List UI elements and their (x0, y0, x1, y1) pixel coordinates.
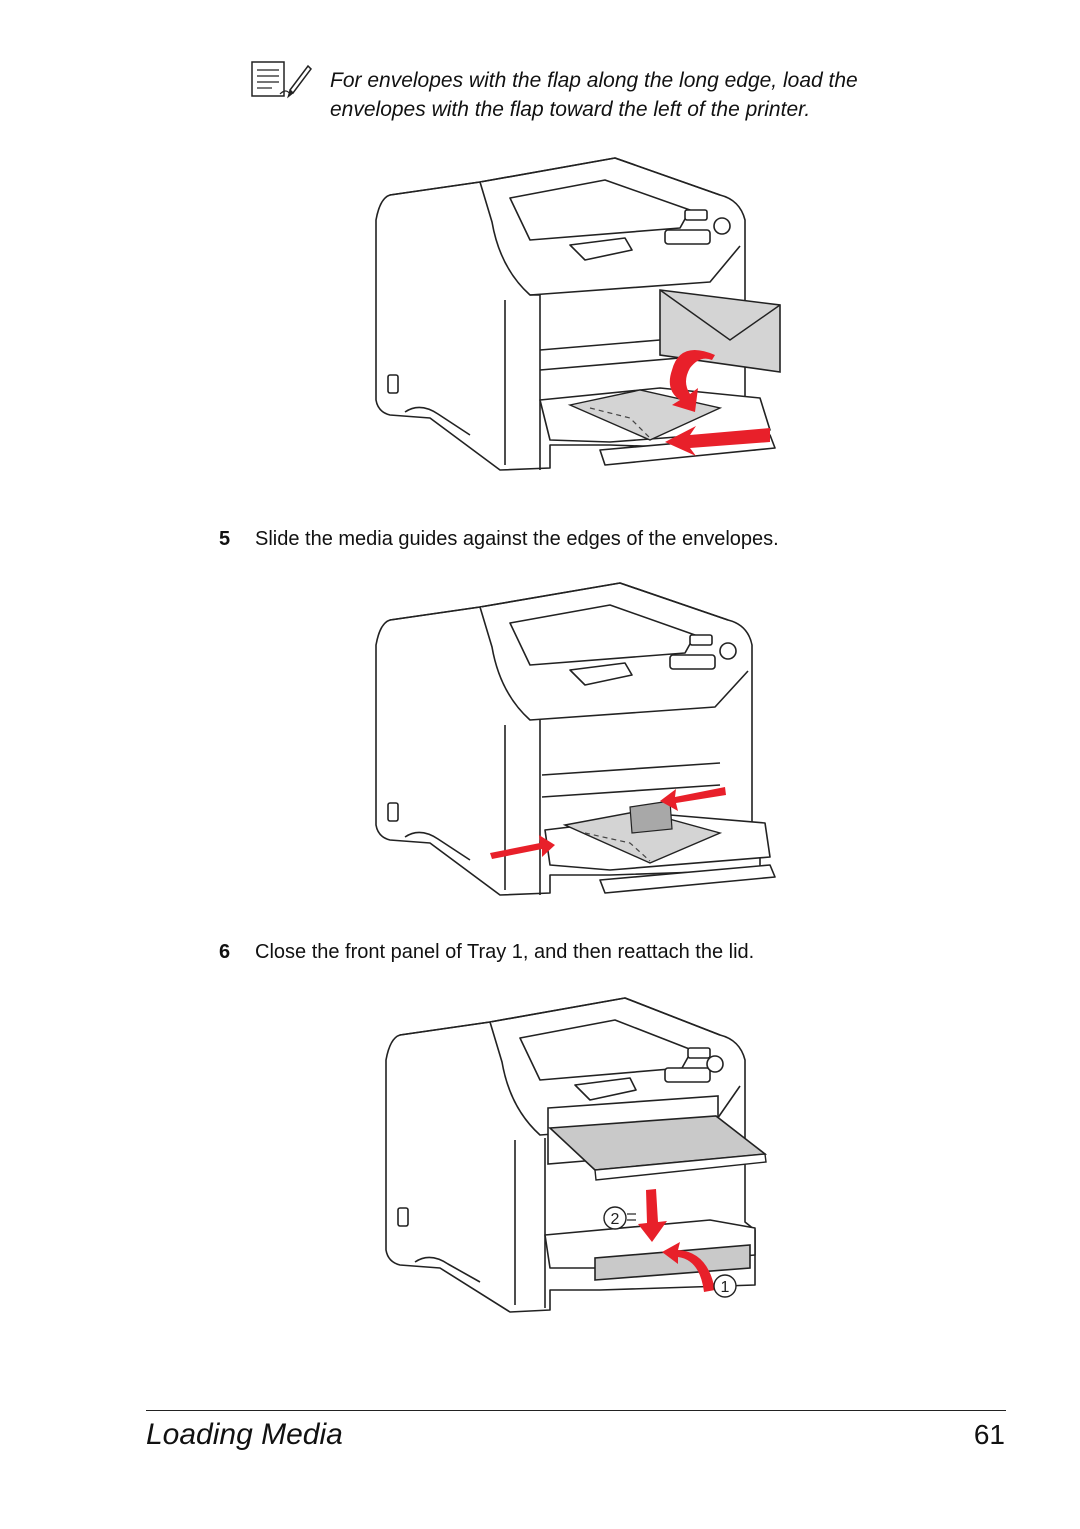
note-pencil-icon (251, 61, 312, 99)
page-number: 61 (973, 1419, 1005, 1450)
callout-2-label: 2 (611, 1211, 620, 1228)
callout-1: 1 (713, 1274, 737, 1298)
step-number: 5 (219, 528, 231, 550)
front-panel-lid (547, 1095, 768, 1281)
step-5: 5 Slide the media guides against the edge… (219, 527, 779, 551)
envelope-illustration (562, 800, 723, 864)
red-arrows (638, 1189, 715, 1292)
callout-1-label: 1 (721, 1279, 730, 1296)
printer-figure-close-panel: 2 1 (385, 997, 768, 1313)
note-text: For envelopes with the flap along the lo… (330, 69, 858, 121)
note-block: For envelopes with the flap along the lo… (250, 60, 950, 130)
step-text: Close the front panel of Tray 1, and the… (255, 941, 755, 963)
step-6: 6 Close the front panel of Tray 1, and th… (219, 940, 754, 964)
red-arrows (665, 350, 770, 456)
red-arrows (490, 787, 726, 859)
footer-title: Loading Media (146, 1418, 343, 1451)
printer-figure-load-envelope (375, 157, 781, 471)
step-text: Slide the media guides against the edges… (255, 528, 779, 550)
footer-rule (146, 1410, 1006, 1411)
step-number: 6 (219, 941, 231, 963)
printer-figure-slide-guides (375, 582, 776, 896)
callout-2: 2 (603, 1206, 636, 1230)
